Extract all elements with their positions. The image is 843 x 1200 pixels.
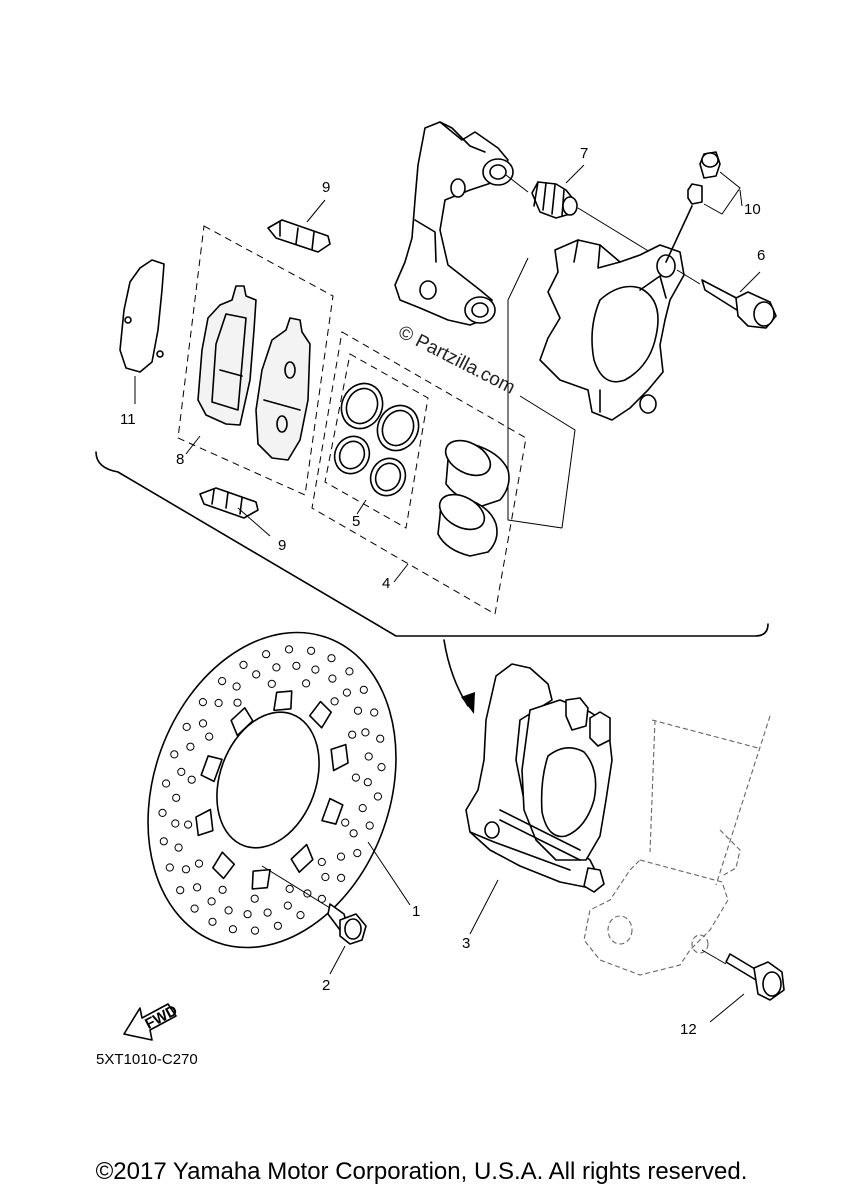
mount-bolt: [701, 949, 785, 1001]
leader-3: [469, 879, 499, 935]
callout-7: 7: [580, 145, 588, 162]
leader-9-top: [306, 199, 326, 223]
callout-5: 5: [352, 513, 360, 530]
callout-10: 10: [744, 201, 761, 218]
pad-spring-top: [267, 219, 331, 253]
leader-4: [393, 563, 409, 583]
leader-6: [739, 271, 761, 293]
brake-disc: [147, 631, 397, 949]
leader-8: [185, 435, 201, 455]
pad-support: [119, 259, 165, 373]
leader-9-bottom: [237, 507, 271, 537]
leader-12: [709, 993, 745, 1023]
callout-3: 3: [462, 935, 470, 952]
fwd-arrow-icon: FWD: [123, 1002, 181, 1041]
callout-11: 11: [120, 411, 136, 428]
leader-2: [329, 945, 346, 975]
boot: [531, 181, 578, 219]
watermark-text: © Partzilla.com: [395, 322, 519, 399]
group-bracket: [95, 451, 769, 637]
callout-1: 1: [412, 903, 420, 920]
brake-pad-right: [255, 317, 311, 461]
leader-7: [565, 164, 585, 184]
pad-spring-bottom: [199, 487, 259, 519]
caliper-assembly: [465, 663, 613, 893]
fwd-label: FWD: [142, 1002, 180, 1033]
arrow-head: [461, 692, 475, 714]
callout-9-bottom: 9: [278, 537, 286, 554]
seal-kit-box: [324, 353, 429, 529]
callout-12: 12: [680, 1021, 697, 1038]
copyright-footer: ©2017 Yamaha Motor Corporation, U.S.A. A…: [95, 1158, 748, 1185]
callout-2: 2: [322, 977, 330, 994]
brake-pad-left: [197, 285, 257, 426]
caliper-bolt: [701, 279, 777, 329]
front-fork: [583, 715, 771, 976]
callout-4: 4: [382, 575, 390, 592]
pad-kit-box: [177, 225, 334, 496]
seals: [333, 382, 420, 497]
disc-bolt: [261, 865, 367, 945]
bleed-screw: [665, 151, 721, 263]
diagram-code: 5XT1010-C270: [96, 1051, 198, 1068]
callout-9-top: 9: [322, 179, 330, 196]
callout-8: 8: [176, 451, 184, 468]
caliper-bracket: [394, 121, 514, 326]
leader-5: [356, 499, 367, 515]
caliper-body: [539, 239, 685, 421]
pistons: [437, 439, 510, 557]
callout-6: 6: [757, 247, 765, 264]
piston-seal-kit-box: [311, 331, 527, 615]
leader-1: [367, 841, 411, 906]
